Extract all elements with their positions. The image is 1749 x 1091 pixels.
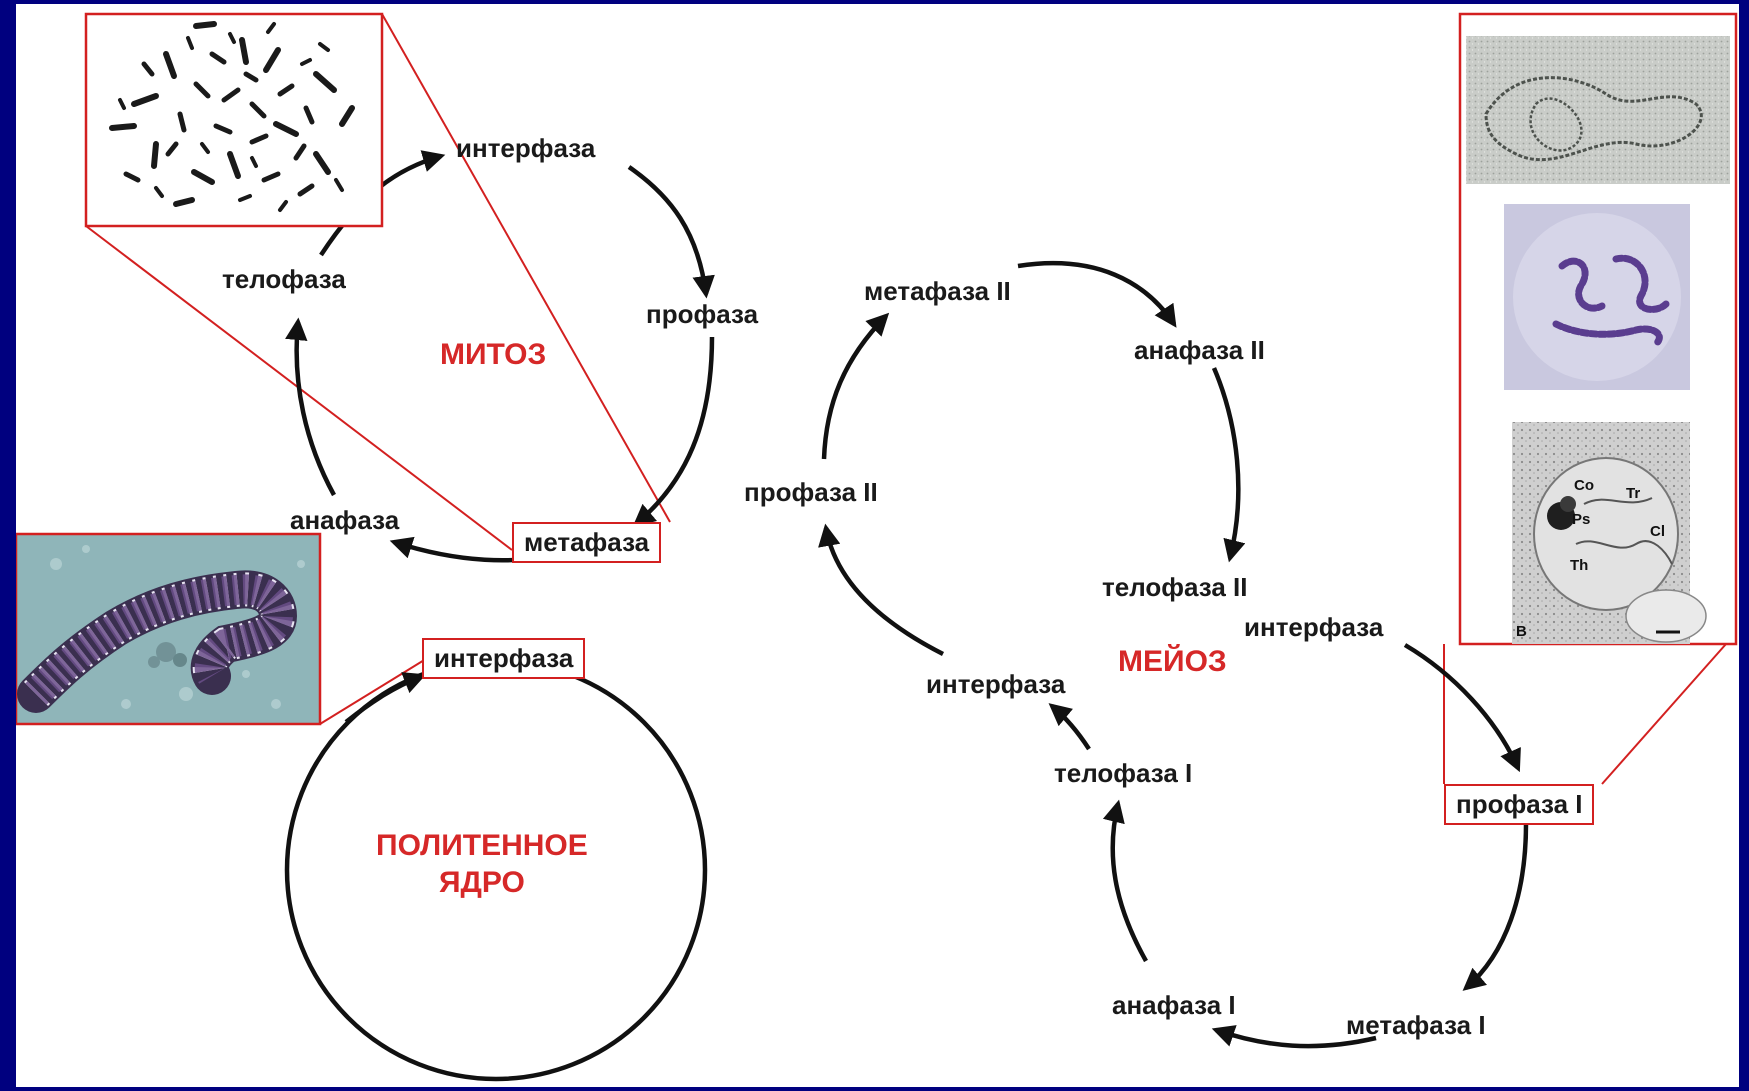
- meiosis-telophase-2-label: телофаза II: [1102, 572, 1248, 602]
- micro-label-cl: Cl: [1650, 523, 1665, 540]
- mitosis-prophase-label: профаза: [646, 299, 759, 329]
- spread-micrograph: [1466, 36, 1730, 184]
- micro-label-b: B: [1516, 623, 1527, 640]
- meiosis-prophase-image-panel: [1458, 12, 1738, 646]
- mitosis-anaphase-label: анафаза: [290, 505, 400, 535]
- micro-label-co: Co: [1574, 477, 1594, 494]
- meiosis-interphase-1-label: интерфаза: [1244, 612, 1384, 642]
- meiosis-prophase-1-label: профаза I: [1444, 784, 1595, 825]
- mitosis-interphase-label: интерфаза: [456, 133, 596, 163]
- polytene-chromosome-image: [16, 532, 322, 726]
- micro-label-ps: Ps: [1572, 511, 1591, 528]
- meiosis-interphase-2-label: интерфаза: [926, 669, 1066, 699]
- meiosis-arrows: [818, 260, 1529, 1049]
- polytene-title: ПОЛИТЕННОЕ ЯДРО: [376, 828, 588, 901]
- meiosis-anaphase-1-label: анафаза I: [1112, 990, 1236, 1020]
- micro-label-th: Th: [1570, 557, 1589, 574]
- polytene-title-line1: ПОЛИТЕННОЕ: [376, 829, 588, 862]
- meiosis-title: МЕЙОЗ: [1118, 645, 1227, 678]
- micro-label-tr: Tr: [1626, 485, 1641, 502]
- meiosis-metaphase-1-label: метафаза I: [1346, 1010, 1486, 1040]
- metaphase-spread-image: [84, 12, 384, 228]
- mitosis-title: МИТОЗ: [440, 338, 547, 371]
- meiosis-metaphase-2-label: метафаза II: [864, 276, 1011, 306]
- diagram-graphics: [16, 12, 1738, 1082]
- meiosis-anaphase-2-label: анафаза II: [1134, 335, 1265, 365]
- meiosis-prophase-2-label: профаза II: [744, 477, 878, 507]
- polytene-arrow: [344, 672, 427, 724]
- meiosis-telophase-1-label: телофаза I: [1054, 758, 1193, 788]
- mitosis-telophase-label: телофаза: [222, 264, 346, 294]
- polytene-title-line2: ЯДРО: [438, 865, 525, 899]
- polytene-interphase-label: интерфаза: [422, 638, 586, 679]
- diagram-canvas: Co Tr Ps Cl Th B МИТОЗ ПОЛИТЕННОЕ ЯДРО М…: [16, 4, 1739, 1087]
- mitosis-metaphase-label: метафаза: [512, 522, 662, 563]
